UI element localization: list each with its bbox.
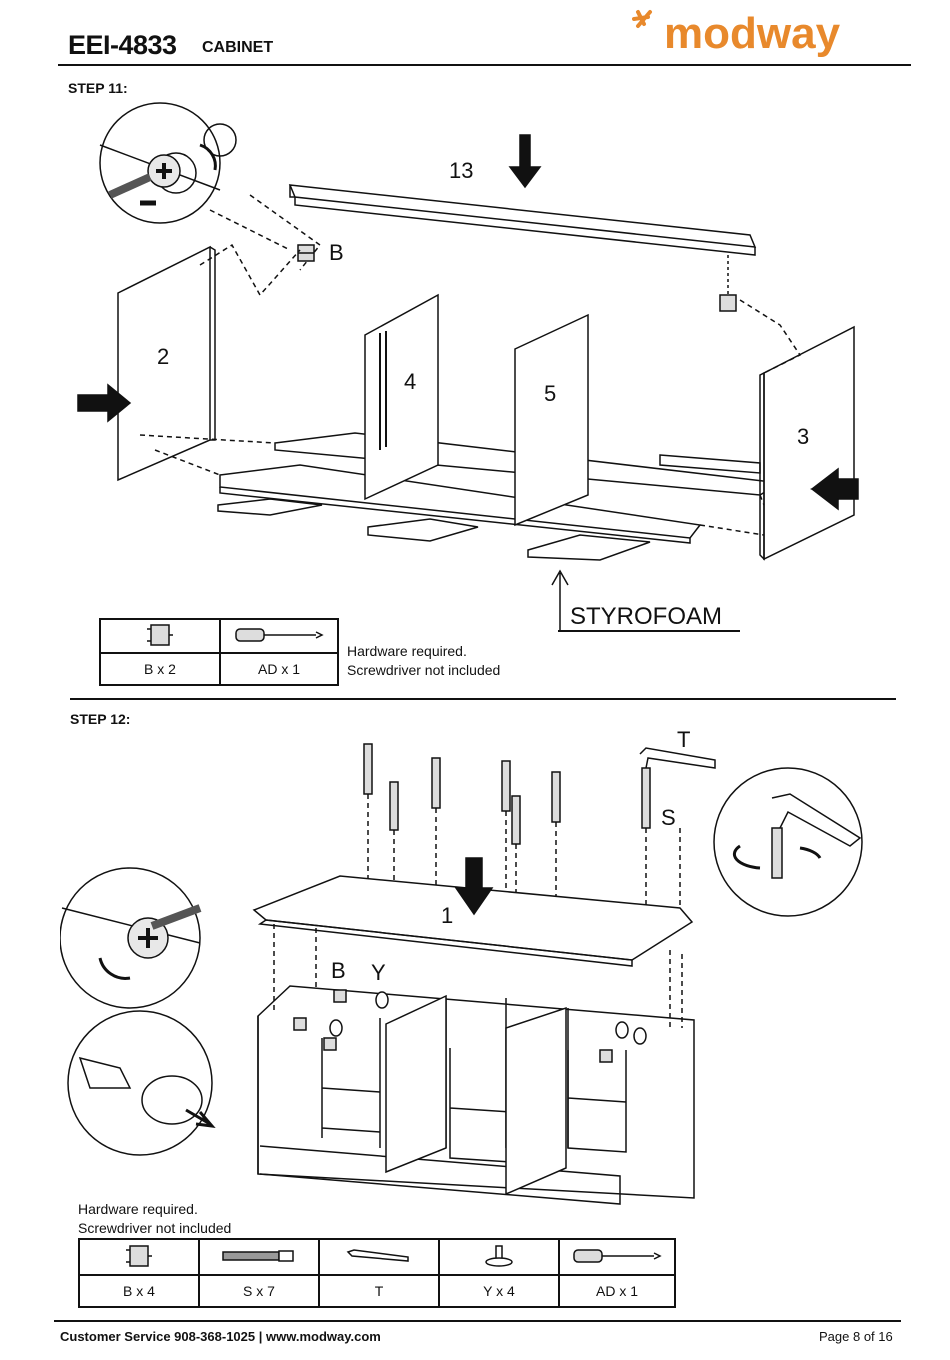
label-allen-key-t: T <box>677 727 690 753</box>
step-12-hardware-table: B x 4 S x 7 T Y x 4 AD x 1 <box>78 1238 676 1308</box>
cam-lock-b <box>298 245 314 261</box>
step-11-hardware-table: B x 2 AD x 1 <box>99 618 339 686</box>
hardware-ad-count: AD x 1 <box>220 653 338 685</box>
hardware-s-count: S x 7 <box>199 1275 319 1307</box>
note-hardware-required: Hardware required. <box>347 642 500 661</box>
allen-key-icon <box>319 1239 439 1275</box>
part-2-panel <box>118 245 300 480</box>
label-part-4: 4 <box>404 369 416 395</box>
shelf-boards <box>220 433 780 543</box>
styrofoam-label: STYROFOAM <box>570 603 722 631</box>
part-4-panel <box>365 295 438 499</box>
logo-star-icon <box>634 12 650 26</box>
bolt-icon <box>199 1239 319 1275</box>
step-12-diagram <box>60 728 880 1218</box>
cam-lock-detail-circle <box>100 103 236 223</box>
allen-key-detail-circle <box>714 768 862 916</box>
label-part-1: 1 <box>441 903 453 929</box>
label-part-13: 13 <box>449 158 473 184</box>
model-number: EEI-4833 <box>68 30 177 61</box>
brand-name: modway <box>664 9 841 58</box>
bolt-screws <box>364 744 650 844</box>
step-11-note: Hardware required. Screwdriver not inclu… <box>347 642 500 680</box>
page-number: Page 8 of 16 <box>819 1329 893 1344</box>
note-screwdriver-2: Screwdriver not included <box>78 1219 231 1238</box>
label-bolt-s: S <box>661 805 676 831</box>
modway-logo: modway <box>628 4 878 68</box>
step-11-title: STEP 11: <box>68 80 128 96</box>
cam-lock-right <box>720 255 736 311</box>
step-divider <box>70 698 896 700</box>
note-hardware-required-2: Hardware required. <box>78 1200 231 1219</box>
hardware-y-count: Y x 4 <box>439 1275 559 1307</box>
screwdriver-icon <box>220 619 338 653</box>
dowel-icon <box>439 1239 559 1275</box>
dowel-detail-circle <box>68 1011 212 1155</box>
label-part-3: 3 <box>797 424 809 450</box>
cam-lock-icon <box>100 619 220 653</box>
screwdriver-icon <box>559 1239 675 1275</box>
cam-lock-icon <box>79 1239 199 1275</box>
hardware-b-count-2: B x 4 <box>79 1275 199 1307</box>
step-12-title: STEP 12: <box>70 711 130 727</box>
label-cam-b: B <box>331 958 346 984</box>
footer-rule <box>54 1320 901 1322</box>
header-rule <box>58 64 911 66</box>
hardware-t-count: T <box>319 1275 439 1307</box>
label-dowel-y: Y <box>371 960 386 986</box>
cabinet-body <box>258 986 694 1204</box>
cam-lock-detail-circle-2 <box>60 868 200 1008</box>
label-part-5: 5 <box>544 381 556 407</box>
styrofoam-underline <box>558 630 740 632</box>
label-hardware-b: B <box>329 240 344 266</box>
part-13-rail <box>290 185 755 255</box>
hardware-ad-count-2: AD x 1 <box>559 1275 675 1307</box>
note-screwdriver: Screwdriver not included <box>347 661 500 680</box>
label-part-2: 2 <box>157 344 169 370</box>
part-5-panel <box>515 315 588 525</box>
product-type: CABINET <box>202 39 273 57</box>
customer-service-line: Customer Service 908-368-1025 | www.modw… <box>60 1329 381 1344</box>
hardware-b-count: B x 2 <box>100 653 220 685</box>
step-12-note: Hardware required. Screwdriver not inclu… <box>78 1200 231 1238</box>
